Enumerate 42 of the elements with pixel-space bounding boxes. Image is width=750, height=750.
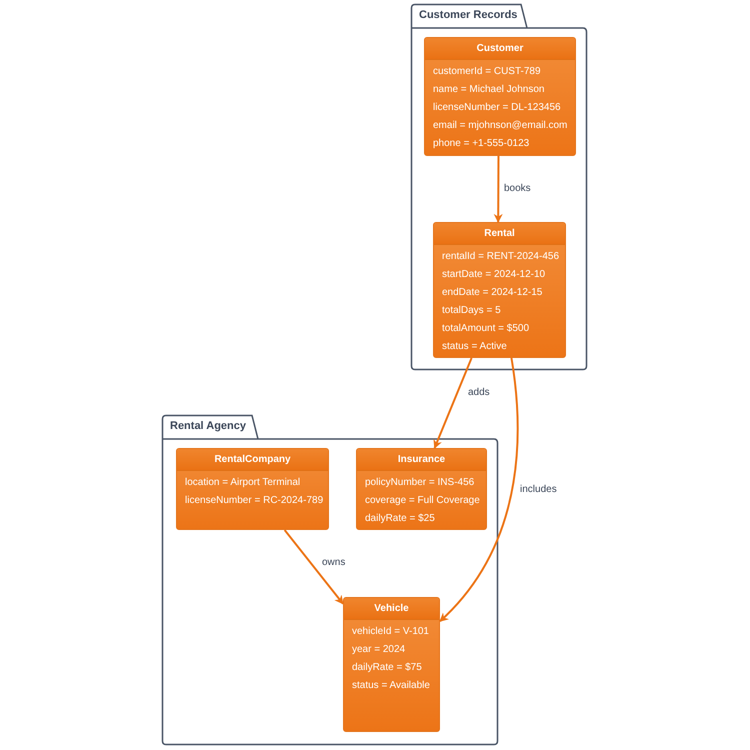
object-box — [176, 448, 329, 530]
object-box — [424, 37, 576, 156]
object-box — [343, 597, 440, 732]
object-title: Insurance — [357, 449, 486, 471]
edge-label: books — [502, 183, 533, 194]
object-box — [356, 448, 487, 530]
attribute-text: endDate = 2024-12-15 — [442, 286, 544, 300]
arrow — [284, 529, 344, 604]
edge-label: adds — [466, 387, 492, 398]
edge-label: owns — [320, 557, 348, 568]
object-title: Vehicle — [344, 598, 439, 620]
attribute-text: status = Available — [352, 679, 431, 693]
attribute-text: customerId = CUST-789 — [433, 65, 542, 79]
arrow — [434, 358, 472, 449]
attribute-text: email = mjohnson@email.com — [433, 119, 568, 133]
attribute-text: coverage = Full Coverage — [365, 494, 481, 508]
attribute-text: year = 2024 — [352, 643, 406, 657]
arrow — [439, 358, 519, 622]
attribute-text: phone = +1-555-0123 — [433, 137, 530, 151]
package-frame — [411, 4, 587, 370]
attribute-text: licenseNumber = RC-2024-789 — [185, 494, 324, 508]
object-box — [433, 222, 566, 358]
attribute-text: policyNumber = INS-456 — [365, 476, 476, 490]
attribute-text: licenseNumber = DL-123456 — [433, 101, 562, 115]
attribute-text: name = Michael Johnson — [433, 83, 546, 97]
object-title: Customer — [425, 38, 575, 60]
object-title: Rental — [434, 223, 565, 245]
edge-label: includes — [518, 484, 559, 495]
attribute-text: dailyRate = $75 — [352, 661, 423, 675]
package-title: Customer Records — [419, 9, 518, 21]
attribute-text: rentalId = RENT-2024-456 — [442, 250, 560, 264]
package-title: Rental Agency — [170, 420, 246, 432]
attribute-text: totalDays = 5 — [442, 304, 502, 318]
arrow — [494, 156, 503, 223]
attribute-text: status = Active — [442, 340, 508, 354]
object-title: RentalCompany — [177, 449, 328, 471]
attribute-text: startDate = 2024-12-10 — [442, 268, 546, 282]
attribute-text: location = Airport Terminal — [185, 476, 302, 490]
attribute-text: totalAmount = $500 — [442, 322, 530, 336]
attribute-text: vehicleId = V-101 — [352, 625, 430, 639]
attribute-text: dailyRate = $25 — [365, 512, 436, 526]
package-frame — [162, 415, 498, 745]
